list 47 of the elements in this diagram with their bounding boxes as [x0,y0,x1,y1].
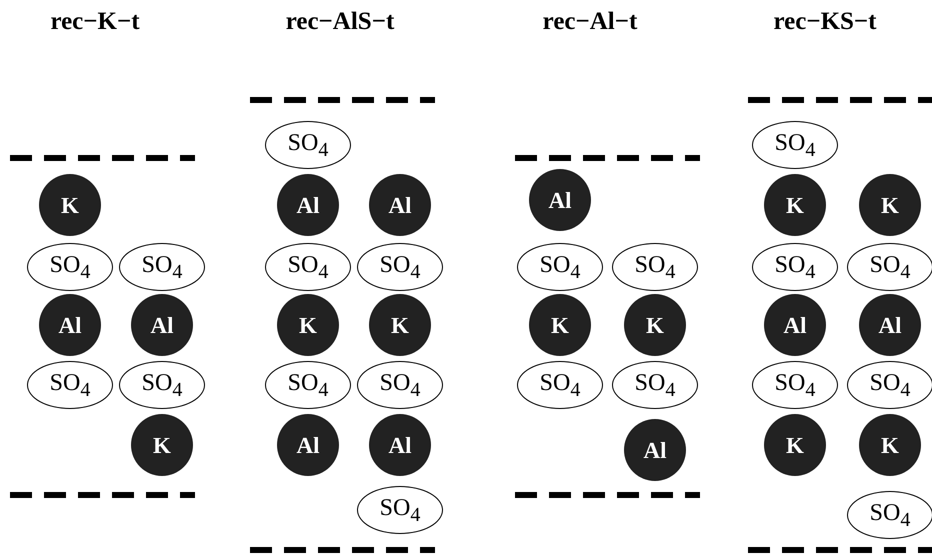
ion-label: SO$_{4}$ [774,370,816,400]
ion-label: SO$_{4}$ [380,496,420,524]
ion-label: SO$_{4}$ [288,130,328,160]
ion-label: SO$_{4}$ [380,370,420,400]
ion-label: K [153,434,171,456]
sulfate-ellipse [847,243,932,291]
ion-label: SO$_{4}$ [288,370,328,400]
panel-title: rec−K−t [50,8,140,36]
sulfate-ellipse [847,491,932,539]
ion-label: Al [150,314,174,336]
ion-label: K [646,314,664,336]
ion-label: Al [296,434,320,456]
ion-label: K [881,194,899,216]
ion-label: K [551,314,569,336]
ion-label: Al [784,314,806,336]
ion-label: SO$_{4}$ [774,252,816,282]
ion-label: SO$_{4}$ [142,370,182,400]
ion-label: Al [388,434,412,456]
ion-label: K [786,194,804,216]
ion-label: K [299,314,317,336]
ion-label: SO$_{4}$ [870,500,910,530]
ion-label: SO$_{4}$ [50,252,90,282]
sulfate-ellipse [847,361,932,409]
ion-label: SO$_{4}$ [870,252,910,282]
ion-label: K [786,434,804,456]
ion-label: SO$_{4}$ [540,370,580,400]
ion-label: SO$_{4}$ [774,130,816,160]
ion-label: SO$_{4}$ [288,252,328,282]
ion-label: SO$_{4}$ [142,252,182,282]
ion-label: Al [548,188,572,212]
ion-label: SO$_{4}$ [634,370,676,400]
ion-label: SO$_{4}$ [50,370,90,400]
panel-title: rec−KS−t [774,8,876,36]
ion-label: K [61,194,79,216]
panel-title: rec−AlS−t [286,8,394,36]
ion-label: Al [388,194,412,216]
ion-label: SO$_{4}$ [540,252,580,282]
ion-label: SO$_{4}$ [380,252,420,282]
ion-label: K [881,434,899,456]
ion-label: Al [878,314,902,336]
ion-label: Al [644,438,666,462]
ion-label: SO$_{4}$ [870,370,910,400]
ion-label: Al [58,314,82,336]
panel-title: rec−Al−t [542,8,638,36]
ion-label: Al [296,194,320,216]
ion-label: SO$_{4}$ [634,252,676,282]
ion-label: K [391,314,409,336]
